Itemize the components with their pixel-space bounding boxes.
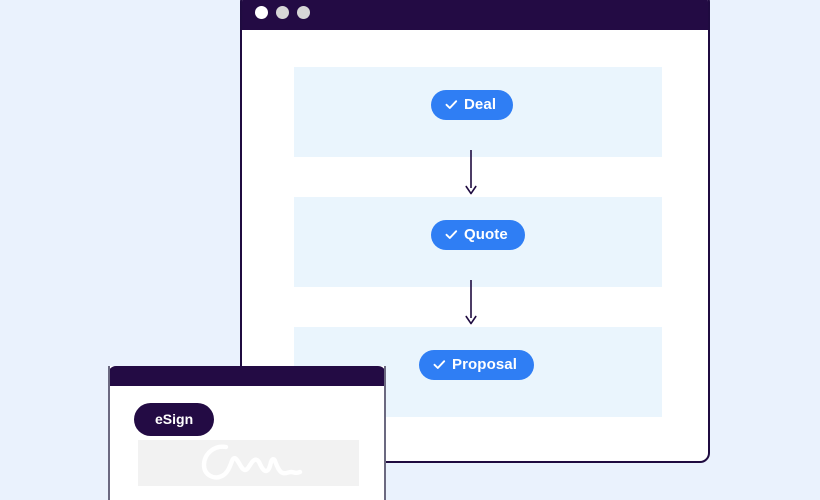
esign-badge-label: eSign	[155, 411, 194, 427]
esign-badge[interactable]: eSign	[134, 403, 215, 436]
flow-step-label: Quote	[464, 226, 508, 243]
esign-window: eSign	[108, 366, 386, 500]
esign-window-titlebar	[110, 366, 384, 386]
flow-step-quote[interactable]: Quote	[431, 220, 525, 250]
window-dot-close[interactable]	[255, 5, 268, 19]
signature-field[interactable]	[138, 440, 359, 486]
flow-step-deal[interactable]: Deal	[431, 90, 514, 120]
check-icon	[433, 358, 446, 371]
window-dot-minimize[interactable]	[276, 5, 289, 19]
flow-connector-deal-to-quote	[464, 150, 478, 195]
flow-connector-quote-to-proposal	[464, 280, 478, 325]
main-browser-window: Deal Quote	[240, 0, 710, 463]
window-dot-maximize[interactable]	[297, 5, 310, 19]
check-icon	[445, 228, 458, 241]
flow-step-label: Proposal	[452, 356, 517, 373]
deal-flow-diagram: Deal Quote	[242, 30, 708, 461]
flow-step-proposal[interactable]: Proposal	[419, 350, 534, 380]
main-window-titlebar	[242, 0, 708, 30]
check-icon	[445, 98, 458, 111]
flow-step-label: Deal	[464, 96, 497, 113]
